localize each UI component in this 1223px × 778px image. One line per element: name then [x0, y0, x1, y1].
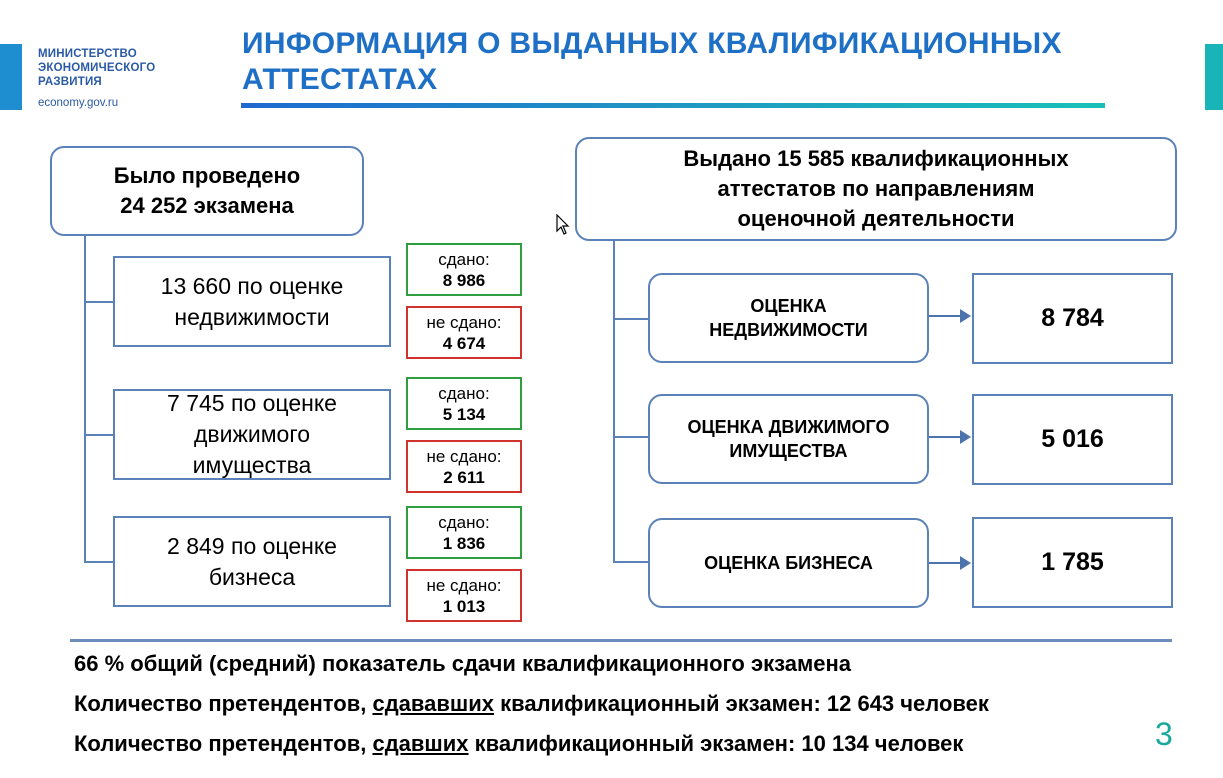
- exam-category-line-3: имущества: [192, 452, 312, 478]
- left-branch-1: [84, 301, 114, 303]
- certificate-category-business: ОЦЕНКА БИЗНЕСА: [648, 518, 929, 608]
- arrow-right-icon: [960, 556, 971, 570]
- exams-held-line-1: Было проведено: [113, 163, 301, 188]
- exam-category-line-1: 7 745 по оценке: [167, 390, 337, 416]
- mouse-cursor-icon: [556, 214, 570, 235]
- slide-title-line-2: АТТЕСТАТАХ: [242, 63, 438, 96]
- certificates-count-movable: 5 016: [972, 394, 1173, 485]
- certificates-issued-line-1: Выдано 15 585 квалификационных: [683, 146, 1069, 171]
- arrow-shaft-business: [929, 562, 961, 564]
- certificate-category-line-2: ИМУЩЕСТВА: [729, 441, 848, 461]
- exam-category-line-2: недвижимости: [174, 303, 330, 330]
- ministry-logo-text: МИНИСТЕРСТВО ЭКОНОМИЧЕСКОГО РАЗВИТИЯ: [38, 47, 198, 89]
- certificates-issued-box: Выдано 15 585 квалификационных аттестато…: [575, 137, 1177, 241]
- certificate-category-movable: ОЦЕНКА ДВИЖИМОГО ИМУЩЕСТВА: [648, 394, 929, 484]
- certificate-category-line-2: НЕДВИЖИМОСТИ: [709, 320, 868, 340]
- ministry-url: economy.gov.ru: [38, 97, 119, 109]
- arrow-right-icon: [960, 309, 971, 323]
- left-branch-3: [84, 561, 114, 563]
- arrow-shaft-realty: [929, 315, 961, 317]
- failed-label: не сдано:: [426, 446, 502, 466]
- stat-text-underlined: сдавших: [372, 731, 469, 756]
- exam-category-box-movable: 7 745 по оценке движимого имущества: [113, 389, 391, 480]
- right-tree-trunk: [613, 241, 615, 563]
- failed-box-business: не сдано: 1 013: [406, 569, 522, 622]
- exam-category-box-business: 2 849 по оценке бизнеса: [113, 516, 391, 607]
- ministry-line-2: ЭКОНОМИЧЕСКОГО: [38, 62, 156, 74]
- passed-box-movable: сдано: 5 134: [406, 377, 522, 430]
- failed-label: не сдано:: [426, 575, 502, 595]
- passed-box-realty: сдано: 8 986: [406, 243, 522, 296]
- failed-count: 4 674: [442, 333, 486, 353]
- certificate-category-line-1: ОЦЕНКА БИЗНЕСА: [704, 553, 873, 573]
- passed-label: сдано:: [438, 249, 490, 269]
- pass-rate-text: 66 % общий (средний) показатель сдачи кв…: [74, 651, 852, 676]
- stat-text-prefix: Количество претендентов,: [74, 731, 373, 756]
- certificates-issued-line-3: оценочной деятельности: [737, 206, 1015, 231]
- certificate-category-line-1: ОЦЕНКА ДВИЖИМОГО: [687, 417, 890, 437]
- exams-held-line-2: 24 252 экзамена: [120, 193, 294, 218]
- brand-accent-bar: [0, 44, 22, 110]
- exam-category-line-1: 13 660 по оценке: [160, 272, 344, 299]
- failed-label: не сдано:: [426, 312, 502, 332]
- stat-text-prefix: Количество претендентов,: [74, 691, 373, 716]
- certificate-category-line-1: ОЦЕНКА: [750, 296, 827, 316]
- slide-title: ИНФОРМАЦИЯ О ВЫДАННЫХ КВАЛИФИКАЦИОННЫХ А…: [242, 26, 1142, 98]
- stat-text-underlined: сдававших: [372, 691, 494, 716]
- slide-title-line-1: ИНФОРМАЦИЯ О ВЫДАННЫХ КВАЛИФИКАЦИОННЫХ: [242, 27, 1062, 60]
- page-number: 3: [1155, 716, 1173, 752]
- exam-category-line-1: 2 849 по оценке: [167, 532, 337, 559]
- certificate-category-realty: ОЦЕНКА НЕДВИЖИМОСТИ: [648, 273, 929, 363]
- exams-held-box: Было проведено 24 252 экзамена: [50, 146, 364, 236]
- exam-category-line-2: бизнеса: [208, 563, 296, 590]
- arrow-right-icon: [960, 430, 971, 444]
- certificates-count-realty: 8 784: [972, 273, 1173, 364]
- passed-count: 8 986: [442, 270, 486, 290]
- arrow-shaft-movable: [929, 436, 961, 438]
- right-branch-1: [613, 318, 649, 320]
- left-branch-2: [84, 434, 114, 436]
- passed-count: 1 836: [442, 533, 486, 553]
- certificates-issued-line-2: аттестатов по направлениям: [717, 176, 1035, 201]
- right-branch-3: [613, 561, 649, 563]
- passed-box-business: сдано: 1 836: [406, 506, 522, 559]
- failed-box-movable: не сдано: 2 611: [406, 440, 522, 493]
- passed-count: 5 134: [442, 404, 486, 424]
- stat-text-suffix: квалификационный экзамен: 12 643 человек: [494, 691, 989, 716]
- stat-text-suffix: квалификационный экзамен: 10 134 человек: [468, 731, 964, 756]
- certificates-count-business: 1 785: [972, 517, 1173, 608]
- failed-count: 2 611: [443, 467, 485, 487]
- ministry-line-3: РАЗВИТИЯ: [38, 76, 102, 88]
- exam-category-box-realty: 13 660 по оценке недвижимости: [113, 256, 391, 347]
- passed-label: сдано:: [438, 383, 490, 403]
- exam-category-line-2: движимого: [194, 421, 310, 447]
- title-underline: [241, 103, 1105, 108]
- applicants-took-exam-text: Количество претендентов, сдававших квали…: [74, 691, 989, 717]
- stats-separator: [70, 639, 1172, 642]
- failed-box-realty: не сдано: 4 674: [406, 306, 522, 359]
- ministry-line-1: МИНИСТЕРСТВО: [38, 48, 137, 60]
- right-accent-bar: [1205, 44, 1223, 110]
- applicants-passed-exam-text: Количество претендентов, сдавших квалифи…: [74, 731, 963, 757]
- passed-label: сдано:: [438, 512, 490, 532]
- failed-count: 1 013: [442, 596, 486, 616]
- right-branch-2: [613, 436, 649, 438]
- left-tree-trunk: [84, 236, 86, 562]
